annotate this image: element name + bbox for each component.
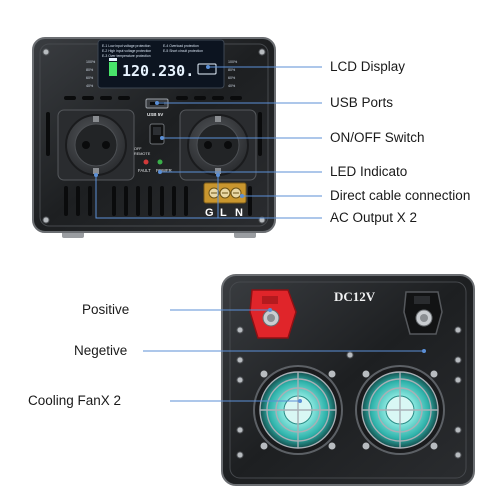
lcd-percent-label: 60% (86, 76, 94, 80)
inverter-rear-panel: DC12V (221, 274, 475, 486)
positive-callout: Positive (82, 302, 130, 317)
ac-output-callout: AC Output X 2 (330, 210, 418, 225)
vent-slots-side (46, 112, 262, 156)
lcd-legend-line: E-4 Overload protection (163, 44, 199, 48)
negative-terminal (403, 291, 443, 335)
lcd-percent-label: 40% (228, 84, 236, 88)
fault-led (143, 159, 149, 165)
lcd-display-callout: LCD Display (330, 59, 406, 74)
lcd-panel (97, 39, 225, 89)
power-led (157, 159, 163, 165)
lcd-percent-label: 40% (86, 84, 94, 88)
lcd-legend-line: E-1 Low input voltage protection (102, 44, 151, 48)
negetive-callout: Negetive (74, 343, 128, 358)
lcd-legend-line: E-3 Over temperature protection (102, 54, 151, 58)
top-leader-lines (95, 66, 322, 219)
dc-voltage-label: DC12V (334, 289, 376, 304)
power-label: POWER (156, 168, 172, 173)
lcd-legend-line: E-5 Short circuit protection (163, 49, 203, 53)
lcd-load-icon (197, 63, 217, 75)
lcd-percent-label: 80% (86, 68, 94, 72)
lcd-readout: 120.230. (122, 62, 194, 80)
cooling-fan-left (253, 365, 343, 455)
led-indicator-callout: LED Indicato (330, 164, 408, 179)
lcd-percent-label: 100% (228, 60, 238, 64)
lcd-percent-label: 60% (228, 76, 236, 80)
bottom-leader-lines (143, 309, 424, 402)
vent-slots-lower (64, 186, 252, 216)
terminal-block (203, 182, 247, 204)
direct-cable-callout: Direct cable connection (330, 188, 471, 203)
vent-slots-upper (64, 96, 242, 100)
usb-ports-callout: USB Ports (330, 95, 394, 110)
fault-label: FAULT (138, 168, 151, 173)
lcd-legend-line: E-2 High input voltage protection (102, 49, 151, 53)
switch-remote-label: REMOTE (134, 152, 151, 156)
switch-off-label: OFF (134, 147, 142, 151)
terminal-label-g: G (205, 207, 214, 219)
battery-level-icon (109, 62, 117, 76)
rear-screws (236, 326, 462, 459)
on-off-switch-callout: ON/OFF Switch (330, 130, 425, 145)
ac-socket-right (179, 109, 257, 181)
terminal-label-l: L (220, 207, 227, 219)
positive-terminal (249, 289, 297, 339)
cooling-fan-callout: Cooling FanX 2 (28, 393, 122, 408)
terminal-label-n: N (235, 207, 243, 219)
ac-socket-left (57, 109, 135, 181)
inverter-front-panel: 100% 80% 60% 40% 100% 80% 60% 40% E-1 Lo… (32, 37, 276, 238)
lcd-percent-label: 80% (228, 68, 236, 72)
cooling-fan-right (355, 365, 445, 455)
usb-label: USB 5V (147, 112, 163, 117)
lcd-percent-label: 100% (86, 60, 96, 64)
